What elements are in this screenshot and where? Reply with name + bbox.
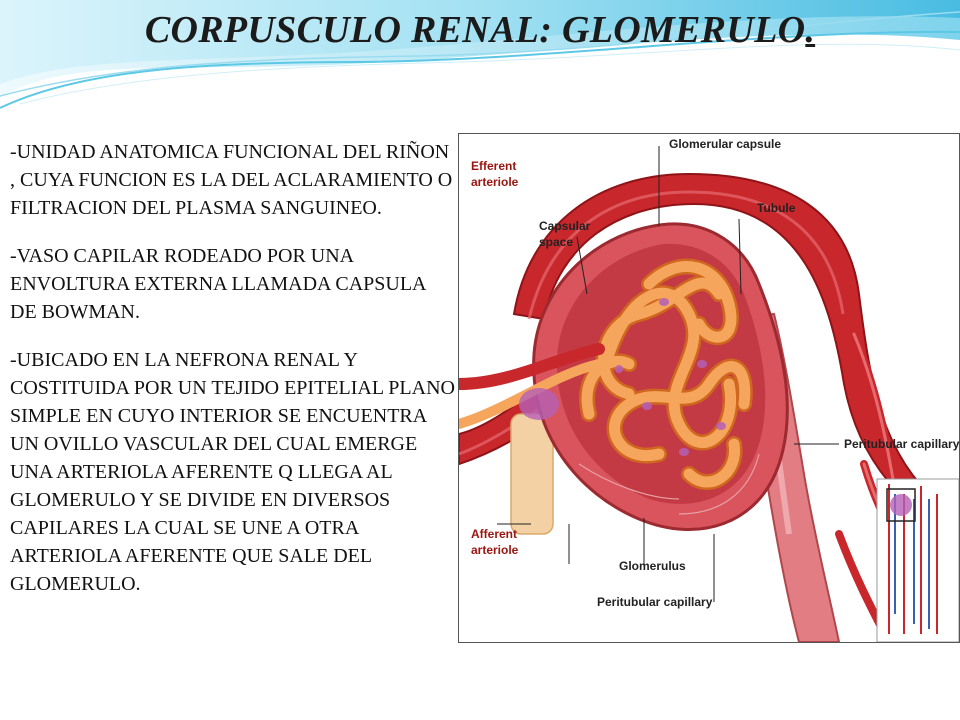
label-capsular-2: space (539, 235, 573, 249)
slide-title-period: . (805, 9, 816, 51)
glomerulus-diagram: Efferent arteriole Glomerular capsule Ca… (458, 133, 960, 643)
slide-title: CORPUSCULO RENAL: GLOMERULO. (0, 8, 960, 52)
header-wave-decoration (0, 0, 960, 109)
label-capsular-1: Capsular (539, 219, 591, 233)
paragraph-capsule: -VASO CAPILAR RODEADO POR UNA ENVOLTURA … (10, 245, 426, 323)
label-efferent-2: arteriole (471, 175, 519, 189)
paragraph-definition: -UNIDAD ANATOMICA FUNCIONAL DEL RIÑON , … (10, 141, 453, 219)
label-efferent-1: Efferent (471, 159, 516, 173)
label-glomerulus: Glomerulus (619, 559, 686, 573)
body-text: -UNIDAD ANATOMICA FUNCIONAL DEL RIÑON , … (10, 138, 455, 618)
glomerulus-illustration: Efferent arteriole Glomerular capsule Ca… (459, 134, 959, 642)
label-peritubular-bottom: Peritubular capillary (597, 595, 713, 609)
label-glomerular-capsule: Glomerular capsule (669, 137, 781, 151)
slide-title-text: CORPUSCULO RENAL: GLOMERULO (144, 9, 806, 51)
label-peritubular-right: Peritubular capillary (844, 437, 959, 451)
label-tubule: Tubule (757, 201, 796, 215)
paragraph-location: -UBICADO EN LA NEFRONA RENAL Y COSTITUID… (10, 349, 455, 595)
label-afferent-2: arteriole (471, 543, 519, 557)
label-afferent-1: Afferent (471, 527, 517, 541)
